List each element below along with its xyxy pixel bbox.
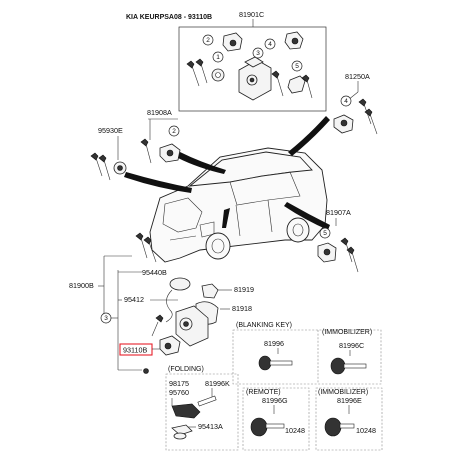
label-81250A: 81250A — [345, 72, 370, 81]
remote-title: (REMOTE) — [246, 389, 281, 396]
svg-text:4: 4 — [344, 98, 348, 105]
key-icon-81907A-1 — [340, 237, 353, 263]
blanking-key-part — [258, 355, 293, 371]
blanking-key-box — [232, 329, 382, 385]
key-icon-95930E-1 — [90, 152, 103, 177]
label-81996C: 81996C — [339, 341, 364, 350]
key-icon-81900B-1 — [135, 232, 148, 259]
label-81900B: 81900B — [69, 281, 94, 290]
folding-key-box — [165, 373, 239, 451]
label-10248-immobilizer: 10248 — [356, 426, 376, 435]
svg-text:5: 5 — [323, 230, 327, 237]
svg-text:2: 2 — [206, 37, 210, 44]
door-cylinder-right-part — [317, 242, 337, 263]
immobilizer-key-box-2 — [315, 387, 383, 451]
ignition-cylinder-93110B-part — [159, 335, 181, 356]
diagram-title: KIA KEURPSA08 - 93110B — [126, 14, 212, 21]
battery-cover-part — [171, 424, 193, 440]
leader-ignition — [222, 208, 230, 228]
label-95440B: 95440B — [142, 268, 167, 277]
immobilizer-remote-key-part — [324, 417, 355, 437]
label-98175: 98175 — [169, 379, 189, 388]
small-bracket-part — [287, 75, 306, 94]
leader-81907A — [284, 202, 330, 230]
key-icon-81900B-2 — [143, 236, 157, 263]
key-icon-top-right-1 — [271, 70, 284, 97]
key-icon-81908A — [140, 138, 152, 164]
key-icon-right-2 — [364, 108, 378, 135]
remote-key-box — [242, 387, 310, 451]
label-10248-remote: 10248 — [285, 426, 305, 435]
label-81901C: 81901C — [239, 10, 264, 19]
immobilizer-title-2: (IMMOBILIZER) — [318, 389, 368, 396]
tailgate-lock-part — [333, 114, 354, 134]
callout-5-right: 5 — [319, 227, 331, 239]
svg-text:3: 3 — [256, 50, 260, 57]
label-81996: 81996 — [264, 339, 284, 348]
callout-3-top: 3 — [252, 47, 264, 59]
label-81918: 81918 — [232, 304, 252, 313]
trunk-lock-part — [284, 31, 304, 50]
leader-81908A — [178, 152, 226, 174]
svg-text:1: 1 — [216, 54, 220, 61]
remote-key-part — [250, 417, 285, 437]
callout-4-top: 4 — [264, 38, 276, 50]
key-icon-top-left-2 — [195, 58, 208, 84]
switch-cover-part — [201, 283, 219, 299]
callout-5-top: 5 — [291, 60, 303, 72]
label-81996K: 81996K — [205, 379, 230, 388]
leader-95930E — [124, 172, 192, 193]
washer-part — [211, 68, 225, 82]
key-icon-81907A-2 — [346, 246, 359, 273]
label-95930E: 95930E — [98, 126, 123, 135]
label-81996G: 81996G — [262, 396, 288, 405]
label-95413A: 95413A — [198, 422, 223, 431]
label-81996E: 81996E — [337, 396, 362, 405]
key-icon-ignition — [151, 314, 164, 337]
blanking-key-title: (BLANKING KEY) — [236, 322, 292, 329]
svg-text:2: 2 — [172, 128, 176, 135]
label-95412: 95412 — [124, 295, 144, 304]
leader-81250A — [288, 116, 330, 156]
screw-part — [143, 368, 149, 374]
folding-title: (FOLDING) — [168, 366, 204, 373]
door-cylinder-left-part — [159, 143, 181, 163]
car-illustration — [149, 147, 328, 263]
ignition-cylinder-part — [238, 56, 272, 101]
callout-1-top: 1 — [212, 51, 224, 63]
folding-key-fob-part — [171, 395, 217, 419]
door-lock-cylinder-part — [222, 32, 243, 52]
antenna-coil-part — [165, 277, 191, 323]
svg-text:5: 5 — [295, 63, 299, 70]
key-icon-95930E-2 — [98, 154, 111, 181]
callout-4-right: 4 — [340, 95, 352, 107]
label-81908A: 81908A — [147, 108, 172, 117]
door-handle-part — [113, 161, 127, 175]
highlight-93110B — [119, 343, 153, 356]
key-icon-top-right-2 — [301, 74, 313, 99]
key-icon-top-left-1 — [186, 60, 200, 87]
label-81907A: 81907A — [326, 208, 351, 217]
label-95760: 95760 — [169, 388, 189, 397]
label-93110B: 93110B — [123, 346, 147, 355]
immobilizer-key-part — [330, 357, 367, 375]
label-81919: 81919 — [234, 285, 254, 294]
immobilizer-title-1: (IMMOBILIZER) — [322, 329, 372, 336]
svg-text:4: 4 — [268, 41, 272, 48]
set-box-81901C — [178, 26, 327, 112]
callout-2-left: 2 — [168, 125, 180, 137]
callout-3-left: 3 — [100, 312, 112, 324]
callout-2-top: 2 — [202, 34, 214, 46]
ignition-lock-body-part — [175, 305, 209, 347]
svg-text:3: 3 — [104, 315, 108, 322]
